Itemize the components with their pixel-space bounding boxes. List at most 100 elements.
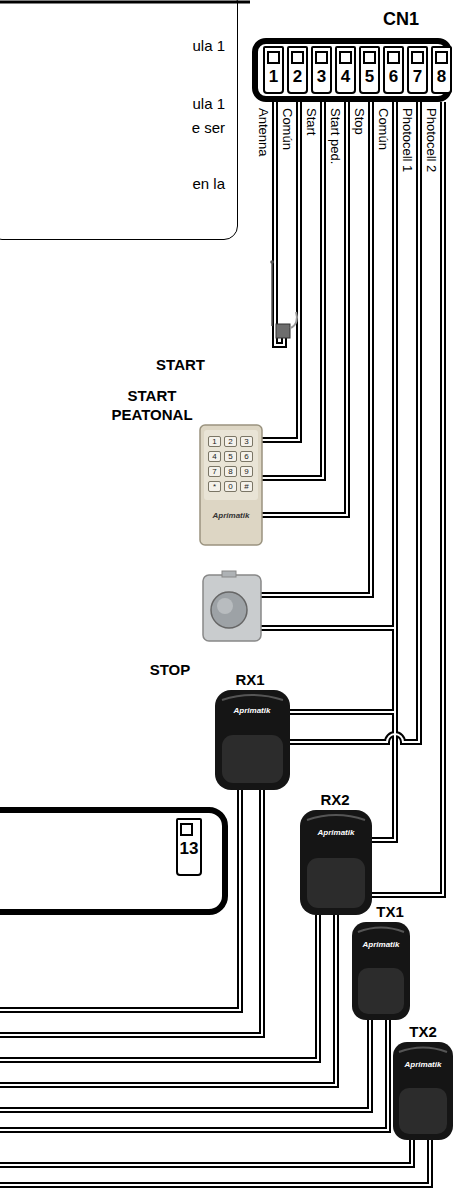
brand-logo: Aprimatik: [316, 828, 357, 838]
photocell: [352, 922, 410, 1020]
note-text: ula 1: [192, 37, 225, 55]
terminal-label: Start ped.: [328, 108, 342, 164]
terminal: 13: [176, 818, 202, 876]
block-title: CN1: [383, 8, 419, 30]
terminal-label: Start: [304, 108, 318, 135]
wire: [0, 915, 336, 1085]
wire-core: [372, 102, 443, 895]
terminal-number: 4: [337, 67, 354, 87]
wire: [0, 1020, 388, 1130]
wire-core: [0, 915, 318, 1060]
photocell: [215, 690, 290, 790]
terminal-screw: [411, 51, 424, 64]
key-label: 6: [240, 451, 253, 462]
wire: [290, 102, 419, 742]
terminal-number: 13: [178, 839, 200, 859]
terminal: 3: [311, 46, 332, 94]
terminal-screw: [387, 51, 400, 64]
device-label: STOP: [148, 660, 193, 679]
terminal: 7: [407, 46, 428, 94]
keypad: [200, 425, 262, 545]
wire-core: [261, 627, 395, 629]
terminal: 4: [335, 46, 356, 94]
note-box: ula 1ula 1e seren la: [0, 0, 238, 240]
wire: [261, 102, 371, 595]
wire: [372, 102, 443, 895]
key-label: 7: [208, 466, 221, 477]
wire-core: [290, 102, 419, 742]
wire: [0, 915, 318, 1060]
key-label: 5: [224, 451, 237, 462]
wire-core: [0, 1020, 388, 1130]
input-label: START: [95, 355, 205, 374]
terminal-screw: [267, 51, 280, 64]
terminal-number: 6: [385, 67, 402, 87]
terminal-number: 5: [361, 67, 378, 87]
wire-core: [0, 915, 336, 1085]
brand-logo: Aprimatik: [403, 1060, 444, 1070]
note-text: en la: [192, 175, 225, 193]
terminal-screw: [315, 51, 328, 64]
photocell: [393, 1042, 453, 1140]
terminal: 5: [359, 46, 380, 94]
wire: [290, 709, 395, 715]
photocell: [300, 810, 372, 915]
key-label: 4: [208, 451, 221, 462]
terminal-label: Stop: [352, 108, 366, 135]
key-label: 3: [240, 436, 253, 447]
note-text: e ser: [192, 119, 225, 137]
wire-core: [290, 711, 395, 713]
wire-core: [262, 102, 347, 515]
key-label: 1: [208, 436, 221, 447]
brand-logo: Aprimatik: [232, 706, 273, 716]
wire: [0, 1140, 412, 1165]
terminal-number: 8: [433, 67, 450, 87]
wire: [262, 102, 347, 515]
terminal: 2: [287, 46, 308, 94]
wire-core: [0, 1140, 412, 1165]
terminal-label: Antenna: [256, 108, 270, 156]
terminal-screw: [180, 823, 193, 836]
terminal-label: Común: [280, 108, 294, 150]
wire: [261, 625, 395, 631]
terminal: 8: [431, 46, 452, 94]
terminal: 6: [383, 46, 404, 94]
brand-logo: Aprimatik: [361, 940, 402, 950]
terminal-frame: [0, 810, 225, 912]
header-rule: [0, 1, 250, 4]
wire: [372, 102, 395, 840]
wire-core: [0, 1140, 430, 1185]
terminal-number: 3: [313, 67, 330, 87]
wire-core: [372, 102, 395, 840]
input-label: START PEATONAL: [97, 386, 207, 424]
key-label: 0: [224, 481, 237, 492]
terminal-label: Photocell 1: [400, 108, 414, 172]
terminal: 1: [263, 46, 284, 94]
wire-core: [0, 1020, 370, 1110]
terminal-number: 7: [409, 67, 426, 87]
terminal-screw: [363, 51, 376, 64]
wire: [0, 1020, 370, 1110]
terminal-label: Común: [376, 108, 390, 150]
stop-button: [203, 571, 261, 641]
wire-core: [261, 102, 371, 595]
key-label: 2: [224, 436, 237, 447]
wire: [262, 102, 323, 478]
device-label: TX1: [374, 902, 406, 921]
terminal-screw: [435, 51, 448, 64]
terminal-block: CN112345678: [252, 38, 452, 102]
terminal-number: 2: [289, 67, 306, 87]
terminal-number: 1: [265, 67, 282, 87]
wire-core: [262, 102, 323, 478]
key-label: *: [208, 481, 221, 492]
terminal-label: Photocell 2: [424, 108, 438, 172]
device-label: RX1: [233, 670, 267, 689]
device-label: TX2: [407, 1022, 439, 1041]
key-label: 8: [224, 466, 237, 477]
terminal-screw: [339, 51, 352, 64]
brand-logo: Aprimatik: [211, 511, 252, 521]
key-label: #: [240, 481, 253, 492]
device-label: RX2: [318, 790, 352, 809]
